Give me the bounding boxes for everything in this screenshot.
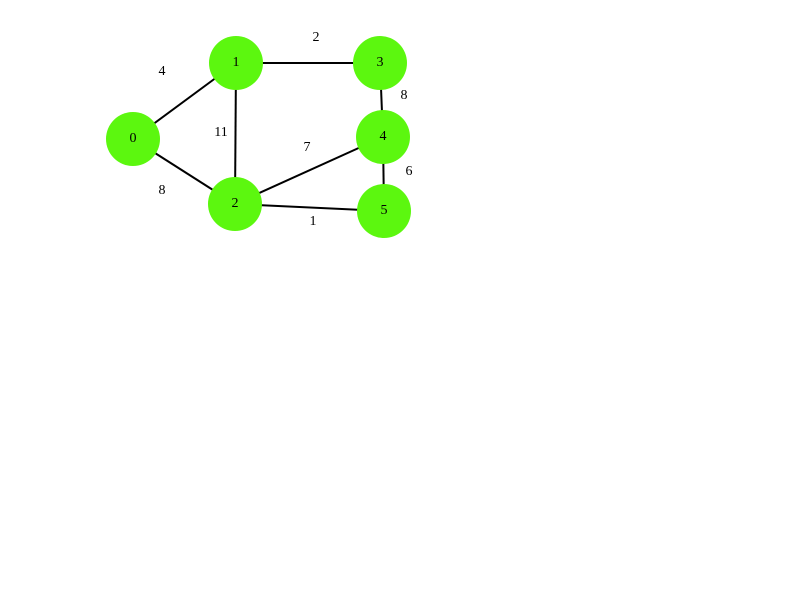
node-label-5: 5 [381, 203, 388, 218]
edge-weight-3-4: 8 [401, 88, 408, 103]
node-label-0: 0 [130, 131, 137, 146]
edge-weight-0-1: 4 [159, 64, 166, 79]
edge-weight-2-5: 1 [310, 214, 317, 229]
node-label-3: 3 [377, 55, 384, 70]
node-label-2: 2 [232, 196, 239, 211]
node-circle-3 [353, 36, 407, 90]
node-0: 0 [106, 112, 160, 166]
edge-weight-1-3: 2 [313, 30, 320, 45]
node-2: 2 [208, 177, 262, 231]
edge-weight-0-2: 8 [159, 183, 166, 198]
node-4: 4 [356, 110, 410, 164]
node-circle-1 [209, 36, 263, 90]
edge-weight-4-5: 6 [406, 164, 413, 179]
edge-weight-2-4: 7 [304, 140, 311, 155]
node-5: 5 [357, 184, 411, 238]
edge-weight-1-2: 11 [214, 125, 227, 140]
node-circle-0 [106, 112, 160, 166]
edge-2-4 [234, 136, 384, 205]
edge-weights-layer: 4 8 11 2 8 7 6 1 [159, 30, 413, 229]
node-circle-5 [357, 184, 411, 238]
node-1: 1 [209, 36, 263, 90]
node-circle-2 [208, 177, 262, 231]
node-label-4: 4 [380, 129, 387, 144]
nodes-layer: 0 1 2 3 4 5 [106, 36, 411, 238]
edges-layer [132, 62, 385, 212]
node-circle-4 [356, 110, 410, 164]
node-3: 3 [353, 36, 407, 90]
node-label-1: 1 [233, 55, 240, 70]
